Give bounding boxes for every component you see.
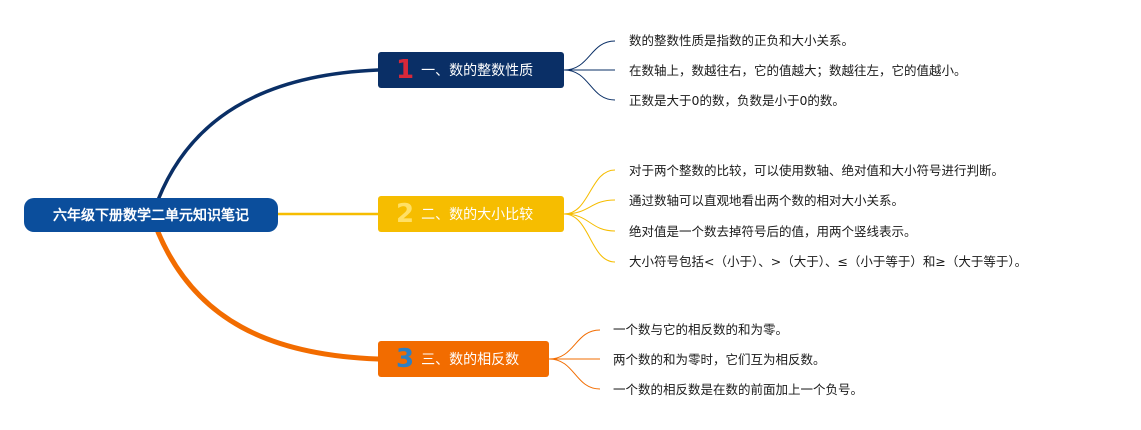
branch-2-item-2[interactable]: 通过数轴可以直观地看出两个数的相对大小关系。	[629, 193, 905, 208]
branch-1-label: 一、数的整数性质	[421, 63, 534, 79]
branch-1-item-2[interactable]: 在数轴上，数越往右，它的值越大；数越往左，它的值越小。	[629, 63, 967, 78]
branch-1-item-3[interactable]: 正数是大于0的数，负数是小于0的数。	[629, 93, 845, 108]
connector-root-branch-1	[156, 68, 380, 202]
branch-topic-2[interactable]: 2 二、数的大小比较	[378, 196, 564, 232]
branch-2-leaf-connectors	[563, 169, 616, 263]
branch-1-number-icon: 1	[396, 55, 415, 85]
branch-3-item-2[interactable]: 两个数的和为零时，它们互为相反数。	[613, 352, 826, 367]
root-topic[interactable]: 六年级下册数学二单元知识笔记	[24, 198, 278, 232]
branch-3-item-1[interactable]: 一个数与它的相反数的和为零。	[613, 322, 789, 337]
branch-3-leaf-connectors	[548, 329, 601, 390]
branch-2-number-icon: 2	[396, 199, 415, 229]
branch-3-number-icon: 3	[396, 344, 415, 374]
branch-2-item-3[interactable]: 绝对值是一个数去掉符号后的值，用两个竖线表示。	[629, 224, 917, 239]
branch-topic-1[interactable]: 1 一、数的整数性质	[378, 52, 564, 88]
branch-2-label: 二、数的大小比较	[421, 207, 534, 223]
branch-3-label: 三、数的相反数	[421, 352, 520, 368]
branch-3-item-3[interactable]: 一个数的相反数是在数的前面加上一个负号。	[613, 382, 864, 397]
branch-1-item-1[interactable]: 数的整数性质是指数的正负和大小关系。	[629, 33, 855, 48]
connector-root-branch-3	[155, 229, 381, 362]
root-topic-label: 六年级下册数学二单元知识笔记	[53, 208, 249, 224]
branch-2-item-1[interactable]: 对于两个整数的比较，可以使用数轴、绝对值和大小符号进行判断。	[629, 163, 1005, 178]
branch-1-leaf-connectors	[563, 40, 616, 101]
branch-topic-3[interactable]: 3 三、数的相反数	[378, 341, 549, 377]
branch-2-item-4[interactable]: 大小符号包括<（小于）、>（大于）、≤（小于等于）和≥（大于等于）。	[629, 254, 1028, 269]
